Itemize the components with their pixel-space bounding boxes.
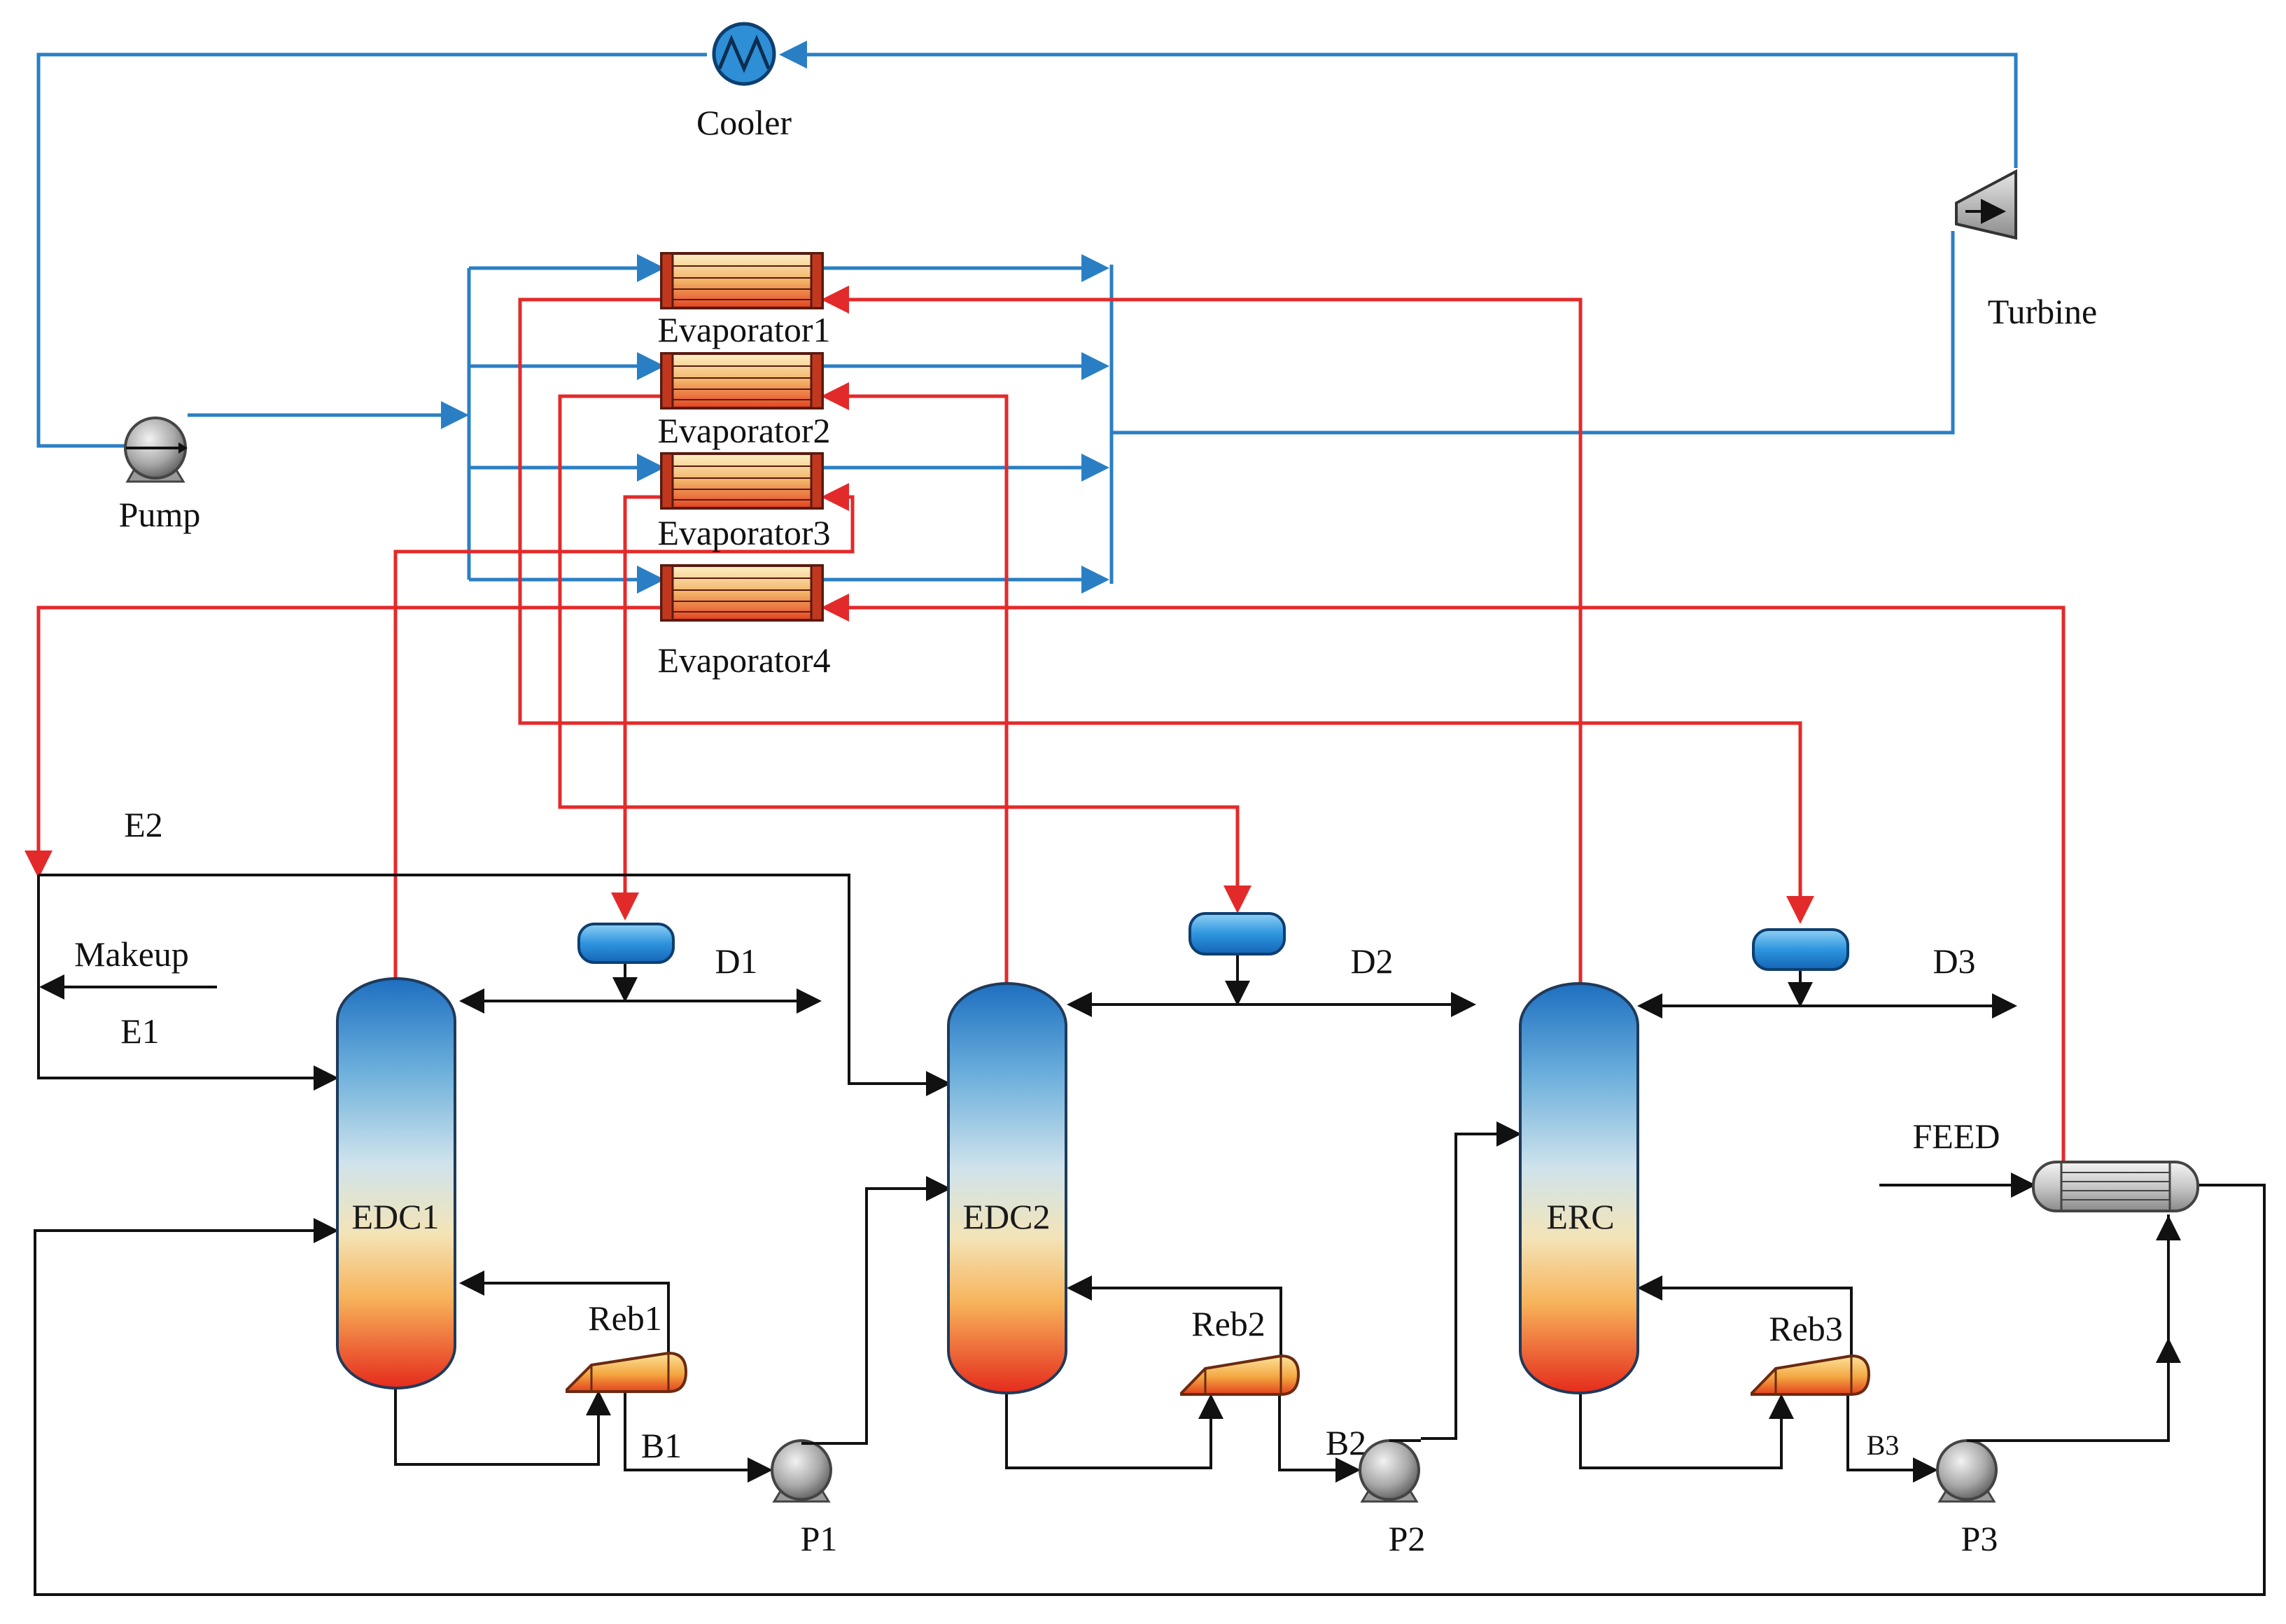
process-streams [34, 874, 2266, 1596]
evap3-to-d1-line [611, 495, 661, 920]
edc2-column [947, 982, 1067, 1394]
edc1-column [336, 977, 456, 1390]
reb2-return-line [1067, 1275, 1282, 1356]
turbine-icon [1955, 169, 2017, 240]
p3-pump-icon [1936, 1439, 2002, 1503]
e2-label: E2 [124, 805, 163, 844]
evaporator3 [660, 452, 824, 510]
feed-label: FEED [1913, 1116, 2000, 1156]
reb2-reboiler [1180, 1354, 1300, 1396]
d1-label: D1 [715, 941, 757, 981]
d2-drum [1188, 912, 1286, 955]
b3-label: B3 [1867, 1429, 1900, 1461]
b1-line [624, 1390, 773, 1483]
d2-label: D2 [1350, 941, 1393, 981]
reb3-label: Reb3 [1769, 1309, 1843, 1348]
reb1-reboiler [566, 1351, 688, 1393]
reb1-return-line [459, 1270, 670, 1353]
reb3-return-line [1637, 1275, 1853, 1356]
evaporator1-label: Evaporator1 [657, 310, 830, 349]
turbine-label: Turbine [1988, 292, 2098, 331]
e1-line [37, 875, 339, 1091]
d3-drum [1752, 928, 1849, 971]
edc1-label: EDC1 [352, 1197, 440, 1236]
p3-label: P3 [1961, 1519, 1998, 1558]
erc-label: ERC [1546, 1197, 1614, 1236]
p3-discharge-line [2002, 1214, 2170, 1442]
p2-discharge-line [1421, 1121, 1522, 1440]
hot-streams [24, 286, 2066, 1166]
feed-hx-to-evap4-line [821, 594, 2066, 1166]
edc2-vapor-line [821, 382, 1009, 983]
p2-label: P2 [1389, 1519, 1426, 1558]
reb1-label: Reb1 [588, 1298, 662, 1338]
turbine-to-cooler-line [779, 41, 2018, 168]
edc2-bottoms-line [1005, 1390, 1223, 1469]
recycle-line [34, 1184, 2266, 1596]
evaporator4 [660, 564, 824, 622]
erc-vapor-line [821, 286, 1583, 983]
b1-label: B1 [641, 1426, 682, 1465]
evaporator2-label: Evaporator2 [657, 411, 830, 450]
pump-label: Pump [119, 495, 201, 534]
evaporator2 [660, 352, 824, 410]
evaporator4-label: Evaporator4 [657, 640, 830, 680]
evap1-to-d3-line [518, 298, 1814, 924]
cooler-to-pump-line [36, 52, 707, 448]
edc1-vapor-line [393, 483, 855, 979]
orc-pump-icon [124, 416, 188, 483]
p1-pump-icon [771, 1439, 833, 1503]
b2-label: B2 [1326, 1423, 1366, 1462]
makeup-label: Makeup [74, 934, 189, 974]
header-to-turbine-line [1112, 231, 1955, 435]
reb3-reboiler [1751, 1354, 1871, 1396]
erc-column [1519, 982, 1639, 1394]
orc-loop [36, 41, 2018, 594]
feed-heat-exchanger [2032, 1161, 2199, 1212]
e1-label: E1 [120, 1011, 160, 1051]
b2-line [1278, 1392, 1361, 1483]
b3-line [1846, 1393, 1938, 1483]
cooler-label: Cooler [696, 103, 792, 142]
cooler-icon [712, 22, 776, 86]
d3-label: D3 [1933, 941, 1975, 981]
e2-line [38, 874, 951, 1096]
reb2-label: Reb2 [1191, 1304, 1265, 1343]
evaporator1 [660, 252, 824, 309]
evaporator3-label: Evaporator3 [657, 513, 830, 552]
evap2-to-d2-line [558, 394, 1251, 913]
evap4-to-e2-line [24, 606, 661, 878]
edc2-label: EDC2 [963, 1197, 1051, 1236]
p2-pump-icon [1359, 1439, 1421, 1503]
p1-label: P1 [801, 1519, 838, 1558]
p1-discharge-line [833, 1176, 951, 1445]
edc1-bottoms-line [394, 1386, 611, 1466]
d1-drum [577, 923, 675, 964]
erc-bottoms-line [1579, 1390, 1794, 1469]
